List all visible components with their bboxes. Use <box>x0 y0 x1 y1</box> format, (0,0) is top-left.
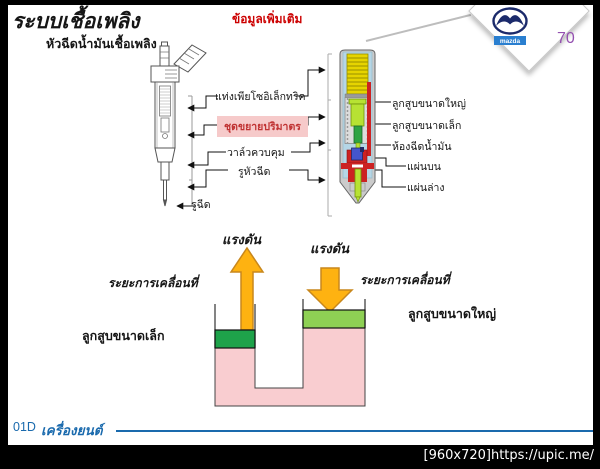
large-piston-label: ลูกสูบขนาดใหญ่ <box>408 307 497 321</box>
chapter-code: 01D <box>13 420 36 434</box>
mazda-wordmark: mazda <box>500 38 521 45</box>
chapter-subject: เครื่องยนต์ <box>41 423 103 438</box>
mazda-logo-icon: mazda <box>492 7 528 45</box>
additional-info-label: ข้อมูลเพิ่มเติม <box>232 12 303 26</box>
page-title: ระบบเชื้อเพลิง <box>12 10 140 33</box>
frame-bar-top <box>0 0 600 5</box>
stroke-label-small: ระยะการเคลื่อนที่ <box>108 276 198 290</box>
large-piston-shape <box>302 309 366 329</box>
injector-cutaway-drawing <box>339 49 376 204</box>
callout-spray-hole: รูฉีด <box>191 199 211 211</box>
injector-diagram <box>150 41 406 217</box>
mazda-wings-glyph <box>496 15 524 26</box>
slide-background <box>8 5 593 445</box>
callout-large-piston: ลูกสูบขนาดใหญ่ <box>392 98 466 110</box>
frame-bar-bottom <box>0 445 600 469</box>
stroke-label-large: ระยะการเคลื่อนที่ <box>360 273 450 287</box>
pressure-label-large: แรงดัน <box>310 241 350 256</box>
callout-fuel-chamber: ห้องฉีดน้ำมัน <box>392 141 452 153</box>
footer-divider-line <box>116 430 593 432</box>
frame-bar-right <box>593 0 600 469</box>
callout-small-piston: ลูกสูบขนาดเล็ก <box>392 120 462 132</box>
page-number: 70 <box>557 30 575 47</box>
callout-piezo-rod: แท่งเพียโซอิเล็กทริค <box>215 91 306 103</box>
injector-outline-drawing <box>150 41 207 207</box>
pressure-label-small: แรงดัน <box>222 232 262 247</box>
callout-volume-expander: ชุดขยายปริมาตร <box>217 116 308 137</box>
callout-upper-plate: แผ่นบน <box>407 161 441 173</box>
cylinder-walls <box>214 299 366 348</box>
watermark-text: [960x720]https://upic.me/ <box>423 448 595 463</box>
downward-force-arrow <box>306 267 354 314</box>
callout-lower-plate: แผ่นล่าง <box>407 182 445 194</box>
callout-control-valve: วาล์วควบคุม <box>227 147 285 159</box>
small-piston-label: ลูกสูบขนาดเล็ก <box>82 329 165 343</box>
callout-nozzle-hole: รูหัวฉีด <box>238 166 271 178</box>
hydraulic-piston-diagram <box>214 246 366 407</box>
frame-bar-left <box>0 0 8 469</box>
small-piston-shape <box>214 329 256 349</box>
upward-force-arrow <box>229 246 265 331</box>
page-subtitle: หัวฉีดน้ำมันเชื้อเพลิง <box>46 37 157 51</box>
